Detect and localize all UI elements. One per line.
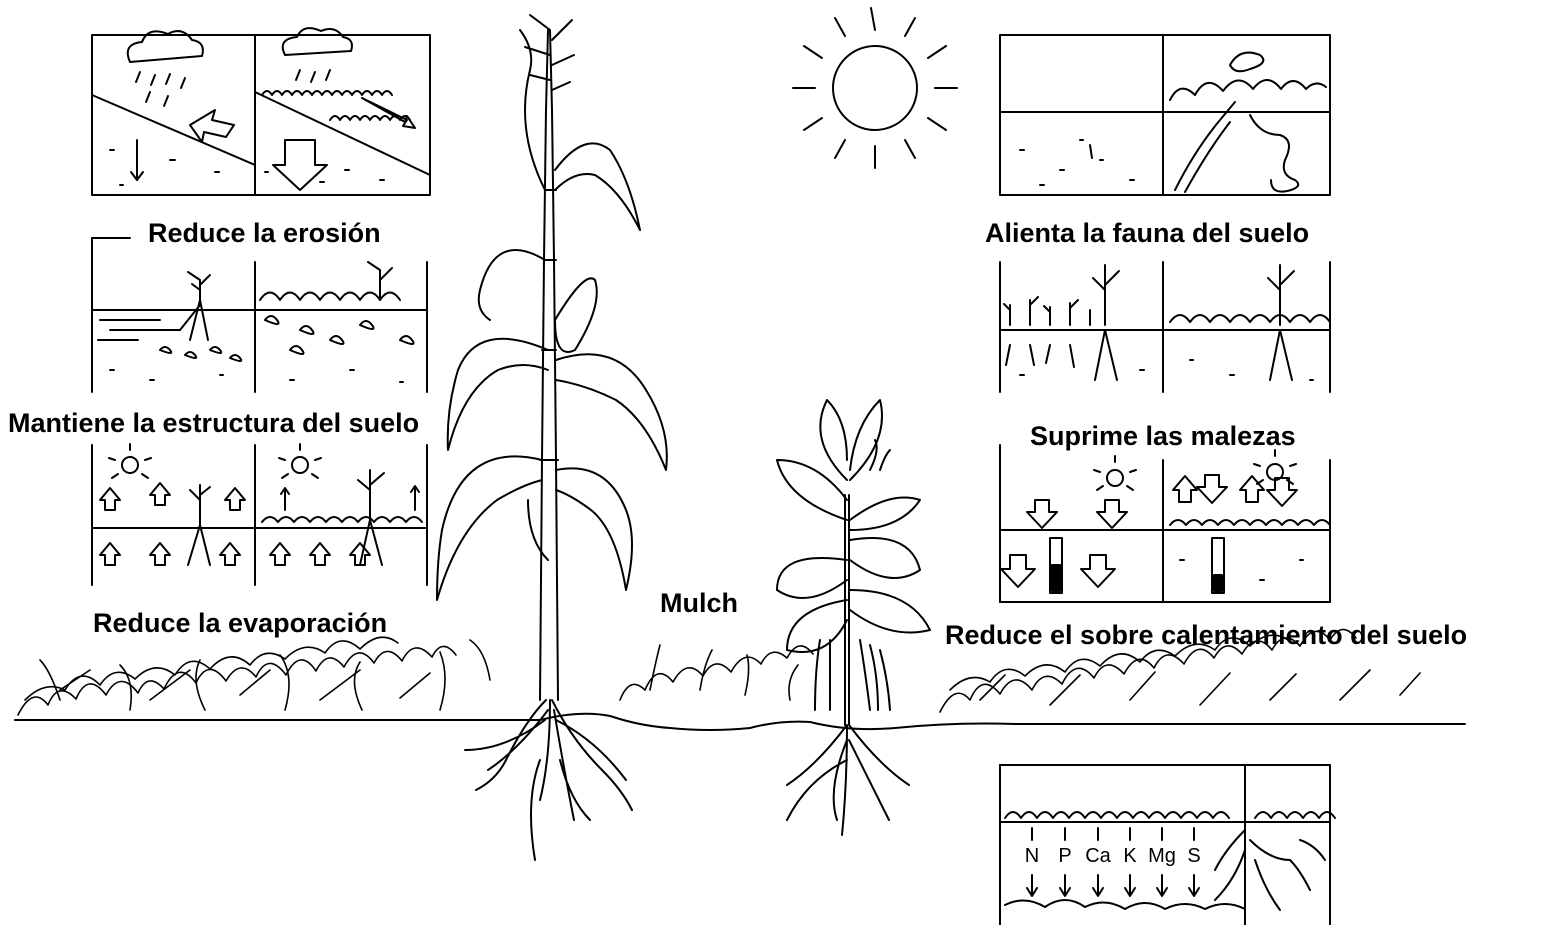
weeds-panel (1000, 262, 1330, 392)
label-mulch: Mulch (660, 590, 738, 617)
erosion-panel (92, 28, 430, 195)
nutrient-label-ca: Ca (1085, 846, 1111, 866)
label-reduce-erosion: Reduce la erosión (148, 220, 381, 247)
maize-plant (437, 15, 667, 860)
nutrient-label-mg: Mg (1148, 846, 1176, 866)
label-overheating: Reduce el sobre calentamiento del suelo (945, 622, 1467, 649)
label-weeds: Suprime las malezas (1030, 423, 1296, 450)
label-soil-structure: Mantiene la estructura del suelo (8, 410, 419, 437)
label-evaporation: Reduce la evaporación (93, 610, 387, 637)
label-soil-fauna: Alienta la fauna del suelo (985, 220, 1309, 247)
soil-structure-panel (92, 238, 427, 392)
nutrient-label-p: P (1058, 846, 1071, 866)
overheating-panel (1000, 445, 1330, 602)
evaporation-panel (92, 444, 427, 585)
sun-icon (793, 8, 957, 168)
nutrient-label-n: N (1025, 846, 1039, 866)
nutrient-label-k: K (1123, 846, 1136, 866)
ground-line (15, 714, 1465, 730)
nutrient-label-s: S (1187, 846, 1200, 866)
soil-fauna-panel (1000, 35, 1330, 195)
bean-plant (777, 400, 930, 835)
